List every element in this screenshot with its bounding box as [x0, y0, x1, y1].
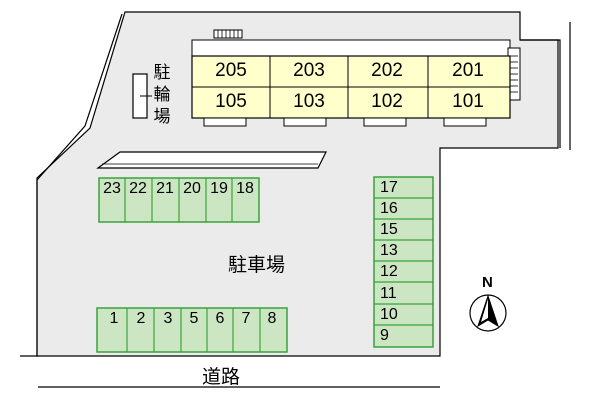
parking-right-column-dividers — [374, 197, 433, 326]
parking-space-8: 8 — [267, 310, 277, 327]
building-unit-dividers — [269, 56, 429, 118]
parking-space-18: 18 — [236, 180, 254, 197]
parking-space-2: 2 — [136, 310, 146, 327]
parking-space-1: 1 — [109, 310, 119, 327]
unit-203-label: 203 — [293, 60, 325, 81]
parking-space-3: 3 — [163, 310, 173, 327]
parking-top-row-dividers — [124, 178, 233, 222]
unit-102-label: 102 — [371, 91, 403, 112]
parking-space-21: 21 — [156, 180, 174, 197]
boundary-line-left — [20, 13, 123, 357]
north-label: N — [482, 274, 493, 291]
parking-lot-label: 駐車場 — [228, 255, 286, 276]
parking-space-6: 6 — [215, 310, 225, 327]
parking-space-11: 11 — [380, 285, 397, 302]
unit-101-label: 101 — [452, 91, 484, 112]
parking-space-16: 16 — [380, 200, 398, 217]
boundary-line-right — [520, 39, 561, 148]
parking-space-20: 20 — [183, 180, 201, 197]
parking-space-9: 9 — [380, 327, 389, 344]
parking-right-column — [373, 176, 434, 348]
parking-bottom-row-dividers — [126, 308, 261, 352]
parking-space-10: 10 — [380, 306, 398, 323]
parking-space-7: 7 — [241, 310, 251, 327]
parking-space-15: 15 — [380, 221, 398, 238]
building-roof-vent — [213, 29, 243, 39]
building-balconies — [203, 117, 487, 127]
bicycle-parking-label-2: 輪 — [153, 85, 171, 104]
building-stairs-lines — [510, 55, 518, 93]
parking-space-5: 5 — [189, 310, 199, 327]
parking-space-22: 22 — [129, 180, 147, 197]
north-arrow-highlight — [481, 299, 488, 322]
road-label: 道路 — [202, 367, 241, 388]
parking-space-17: 17 — [380, 179, 398, 196]
building-corridor — [191, 39, 511, 59]
parking-space-23: 23 — [103, 180, 121, 197]
unit-202-label: 202 — [371, 60, 403, 81]
bicycle-parking-label-1: 駐 — [153, 63, 171, 82]
parking-bottom-row — [96, 307, 288, 353]
unit-105-label: 105 — [215, 91, 247, 112]
parking-space-13: 13 — [380, 242, 398, 259]
unit-205-label: 205 — [215, 60, 247, 81]
unit-201-label: 201 — [452, 60, 484, 81]
carport-roof — [96, 151, 327, 169]
unit-103-label: 103 — [293, 91, 325, 112]
building-roof-vent-lines — [217, 30, 239, 38]
bicycle-parking-label-3: 場 — [153, 107, 171, 126]
parking-space-12: 12 — [380, 263, 398, 280]
parking-space-19: 19 — [210, 180, 228, 197]
